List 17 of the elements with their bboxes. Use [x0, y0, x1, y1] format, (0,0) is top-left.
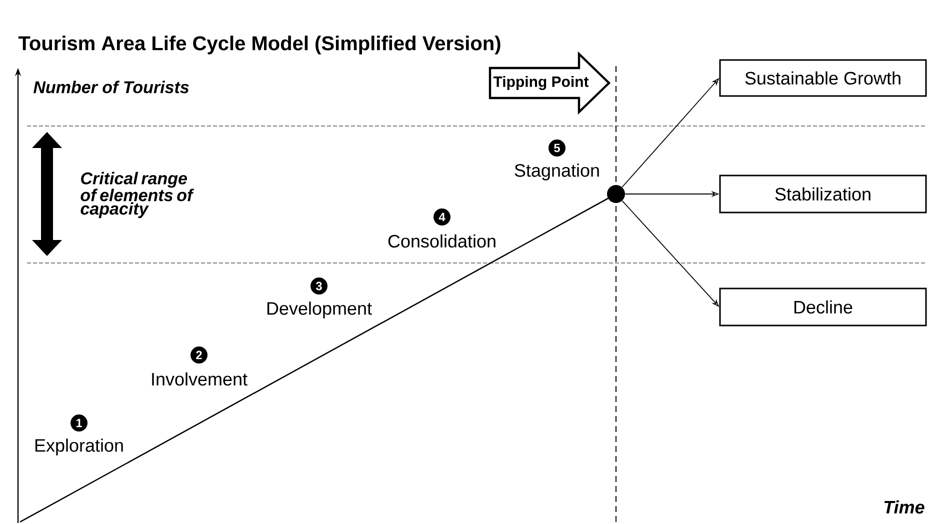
outcome-box: Sustainable Growth [719, 59, 927, 97]
stage-label: Development [267, 302, 372, 318]
stage-label: Consolidation [388, 234, 496, 248]
stage-number: 3 [310, 278, 328, 294]
range-label: Critical range of elements of capacity [80, 172, 194, 218]
stage-number: 2 [190, 346, 208, 364]
outcome-box: Stabilization [719, 174, 927, 214]
outcome-box: Decline [719, 288, 927, 326]
stage-number: 1 [70, 414, 88, 432]
stage-number: 4 [434, 208, 450, 226]
stage-label: Exploration [35, 438, 123, 456]
axis-label: Number of Tourists [34, 80, 189, 94]
stage-number: 5 [548, 140, 566, 156]
axis-label: Time [884, 500, 924, 514]
stage-label: Involvement [152, 372, 248, 386]
stage-label: Stagnation [514, 164, 599, 180]
tipping-dot [607, 185, 625, 203]
